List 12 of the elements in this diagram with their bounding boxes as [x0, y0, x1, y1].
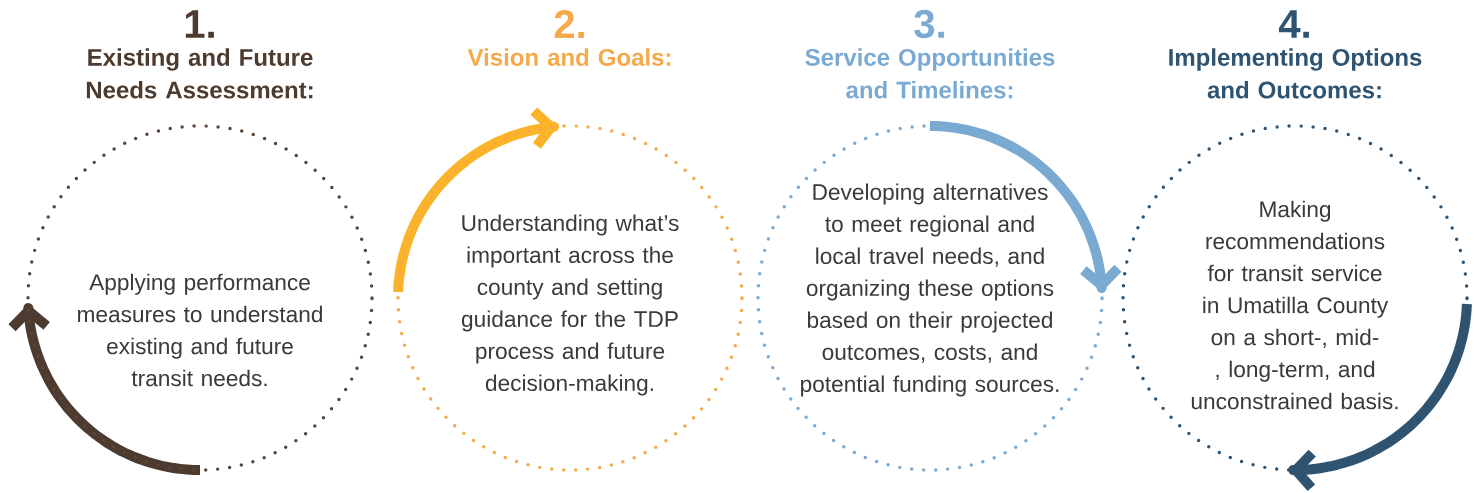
step-title: Implementing Options and Outcomes: [1169, 48, 1422, 99]
step-number: 3. [914, 9, 944, 39]
step-description: Developing alternatives to meet regional and local travel needs, and organizing these options based on their projected outcomes, costs, and potential funding sources. [801, 183, 1059, 397]
step-title: Vision and Goals: [467, 48, 671, 66]
step-description: Making recommendations for transit service in Umatilla County on a short-, mid-, long-term, and unconstrained basis. [1191, 200, 1398, 410]
step-description: Understanding what’s important across the county and setting guidance for the TDP process and future decision-making. [462, 214, 679, 396]
step-number: 1. [185, 10, 214, 38]
step-title: Service Opportunities and Timelines: [805, 48, 1055, 99]
step-description: Applying performance measures to understand existing and future transit needs. [78, 273, 322, 387]
step-number: 2. [554, 10, 584, 38]
step-title: Existing and Future Needs Assessment: [86, 48, 313, 99]
step-number: 4. [1278, 10, 1309, 38]
